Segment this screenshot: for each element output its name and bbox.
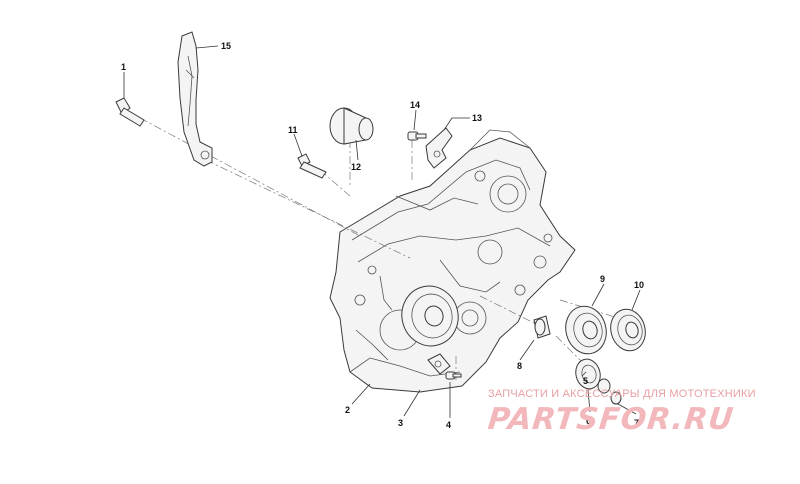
callout-6: 6: [586, 416, 591, 426]
callout-4: 4: [446, 420, 451, 430]
watermark-logo: PARTSFOR.RU: [486, 402, 736, 437]
part-10-bearing: [610, 308, 646, 352]
part-7-washer: [610, 391, 622, 405]
callout-13: 13: [472, 113, 482, 123]
part-5-ring: [597, 378, 611, 394]
callout-2: 2: [345, 405, 350, 415]
part-1-bolt: [115, 97, 145, 127]
part-9-bearing: [565, 305, 607, 355]
callout-11: 11: [288, 125, 298, 135]
callout-5: 5: [583, 376, 588, 386]
part-8-bush: [533, 315, 551, 339]
callout-14: 14: [410, 100, 420, 110]
callout-10: 10: [634, 280, 644, 290]
callout-15: 15: [221, 41, 231, 51]
part-14-screw: [407, 131, 427, 141]
callout-3: 3: [398, 418, 403, 428]
leader-lines: [123, 45, 641, 418]
watermark-subtitle: ЗАПЧАСТИ И АКСЕССУАРЫ ДЛЯ МОТОТЕХНИКИ: [488, 388, 756, 400]
main-bearing-in-case: [401, 285, 459, 347]
part-15-chain-guide: [177, 31, 213, 167]
part-13-bracket: [425, 127, 453, 169]
callout-7: 7: [634, 418, 639, 428]
callout-9: 9: [600, 274, 605, 284]
crankcase-half: [329, 129, 576, 393]
callout-8: 8: [517, 361, 522, 371]
callout-1: 1: [121, 62, 126, 72]
part-11-stud: [297, 153, 327, 179]
part-4-screw: [445, 371, 462, 380]
callout-numbers: 1 2 3 4 5 6 7 8 9 10 11 12 13 14 15: [121, 41, 644, 430]
part-12-sleeve: [329, 107, 374, 145]
part-3-plate: [427, 353, 451, 375]
callout-12: 12: [351, 162, 361, 172]
